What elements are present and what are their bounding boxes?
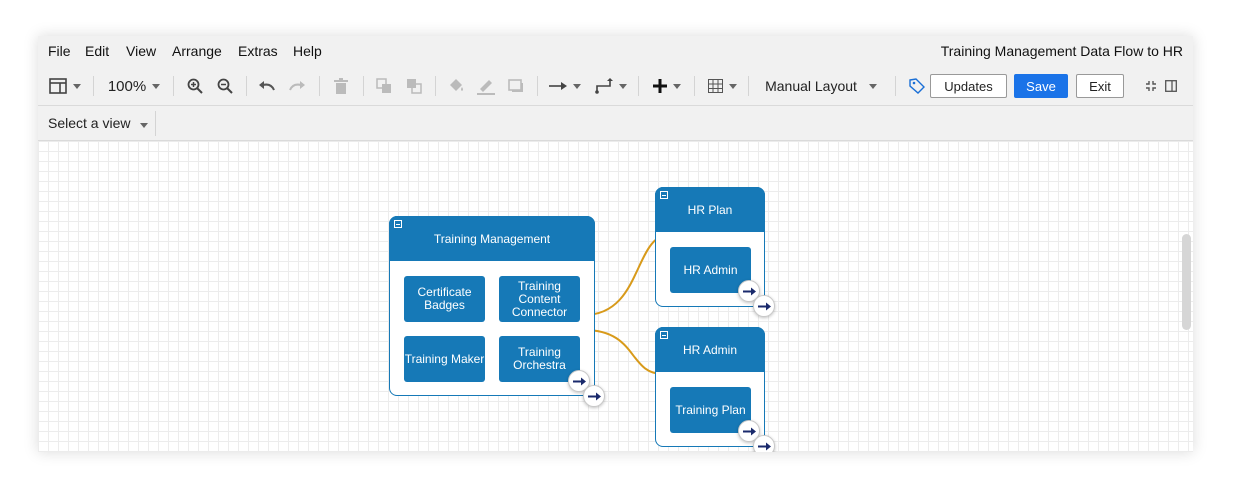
connection-style-button[interactable] — [546, 66, 584, 106]
container-hr-plan[interactable]: HR Plan HR Admin — [655, 187, 765, 307]
node-certificate-badges[interactable]: Certificate Badges — [404, 276, 485, 322]
connect-arrow-icon[interactable] — [568, 370, 590, 392]
chevron-down-icon — [152, 83, 161, 89]
connect-arrow-icon[interactable] — [738, 280, 760, 302]
view-bar: Select a view — [38, 106, 1193, 141]
save-button[interactable]: Save — [1014, 74, 1068, 98]
menu-help[interactable]: Help — [293, 43, 322, 59]
line-color-icon — [477, 77, 495, 95]
chevron-down-icon — [868, 83, 877, 89]
fill-color-icon — [447, 78, 465, 94]
container-header: Training Management — [389, 216, 595, 261]
zoom-in-icon — [187, 78, 203, 94]
fill-color-button[interactable] — [445, 66, 467, 106]
menu-bar: File Edit View Arrange Extras Help Train… — [38, 36, 1193, 66]
line-color-button[interactable] — [475, 66, 497, 106]
collapse-icon[interactable] — [660, 191, 668, 199]
layout-select[interactable]: Manual Layout — [756, 66, 886, 106]
diagram-editor-window: File Edit View Arrange Extras Help Train… — [38, 36, 1193, 452]
shadow-button[interactable] — [505, 66, 527, 106]
node-label: Certificate Badges — [417, 285, 472, 312]
chevron-down-icon — [573, 83, 581, 89]
container-training-management[interactable]: Training Management Certificate Badges T… — [389, 216, 595, 396]
node-training-plan[interactable]: Training Plan — [670, 387, 751, 433]
node-training-content-connector[interactable]: Training Content Connector — [499, 276, 580, 322]
format-panel-icon — [1165, 80, 1177, 92]
chevron-down-icon — [673, 83, 681, 89]
tag-icon — [909, 78, 925, 94]
connect-arrow-icon[interactable] — [753, 435, 775, 452]
container-title: Training Management — [433, 231, 551, 246]
edges-layer — [578, 233, 672, 379]
view-select-label: Select a view — [48, 115, 131, 131]
node-label: Training Orchestra — [513, 345, 566, 372]
zoom-out-icon — [217, 78, 233, 94]
panel-layout-button[interactable] — [46, 66, 84, 106]
panel-layout-icon — [49, 78, 67, 94]
container-header: HR Plan — [655, 187, 765, 232]
connect-arrow-icon[interactable] — [583, 385, 605, 407]
document-title: Training Management Data Flow to HR — [940, 43, 1183, 59]
collapse-icon[interactable] — [394, 220, 402, 228]
collapse-icon[interactable] — [660, 331, 668, 339]
undo-button[interactable] — [256, 66, 278, 106]
node-label: HR Admin — [683, 262, 738, 277]
format-panel-button[interactable] — [1162, 66, 1180, 106]
table-button[interactable] — [703, 66, 741, 106]
container-hr-admin[interactable]: HR Admin Training Plan — [655, 327, 765, 447]
delete-icon — [334, 78, 348, 94]
waypoint-style-icon — [595, 78, 613, 94]
diagram-canvas[interactable]: Training Management Certificate Badges T… — [38, 141, 1193, 452]
chevron-down-icon — [73, 83, 81, 89]
undo-icon — [258, 80, 276, 92]
node-hr-admin[interactable]: HR Admin — [670, 247, 751, 293]
node-training-orchestra[interactable]: Training Orchestra — [499, 336, 580, 382]
chevron-down-icon — [619, 83, 627, 89]
shadow-icon — [508, 79, 524, 93]
zoom-level: 100% — [107, 77, 147, 95]
vertical-scrollbar[interactable] — [1182, 234, 1191, 330]
menu-arrange[interactable]: Arrange — [172, 43, 222, 59]
to-front-icon — [376, 78, 392, 94]
connect-arrow-icon[interactable] — [738, 420, 760, 442]
menu-edit[interactable]: Edit — [85, 43, 110, 59]
node-training-maker[interactable]: Training Maker — [404, 336, 485, 382]
connect-arrow-icon[interactable] — [753, 295, 775, 317]
edge-orchestra-to-training-plan[interactable] — [583, 329, 664, 375]
updates-button[interactable]: Updates — [930, 74, 1007, 98]
collapse-panels-icon — [1145, 80, 1157, 92]
menu-view[interactable]: View — [126, 43, 157, 59]
layout-label: Manual Layout — [765, 78, 857, 94]
to-back-icon — [406, 78, 422, 94]
redo-button[interactable] — [286, 66, 308, 106]
container-title: HR Plan — [687, 202, 733, 217]
collapse-panels-button[interactable] — [1142, 66, 1160, 106]
menu-extras[interactable]: Extras — [238, 43, 278, 59]
redo-icon — [288, 80, 306, 92]
chevron-down-icon — [728, 83, 737, 89]
connection-style-icon — [549, 81, 567, 91]
chevron-down-icon — [140, 123, 149, 128]
menu-file[interactable]: File — [48, 43, 71, 59]
table-icon — [707, 79, 723, 93]
exit-button[interactable]: Exit — [1076, 74, 1124, 98]
toolbar: 100% — [38, 66, 1193, 106]
insert-button[interactable] — [647, 66, 687, 106]
to-front-button[interactable] — [373, 66, 395, 106]
view-select[interactable]: Select a view — [48, 115, 149, 131]
zoom-select[interactable]: 100% — [103, 66, 165, 106]
node-label: Training Content Connector — [511, 278, 568, 319]
container-header: HR Admin — [655, 327, 765, 372]
zoom-in-button[interactable] — [184, 66, 206, 106]
to-back-button[interactable] — [403, 66, 425, 106]
waypoint-style-button[interactable] — [592, 66, 630, 106]
zoom-out-button[interactable] — [214, 66, 236, 106]
container-title: HR Admin — [682, 342, 738, 357]
delete-button[interactable] — [330, 66, 352, 106]
node-label: Training Plan — [675, 402, 746, 417]
insert-plus-icon — [653, 79, 667, 93]
node-label: Training Maker — [404, 351, 485, 366]
tag-button[interactable] — [907, 66, 927, 106]
